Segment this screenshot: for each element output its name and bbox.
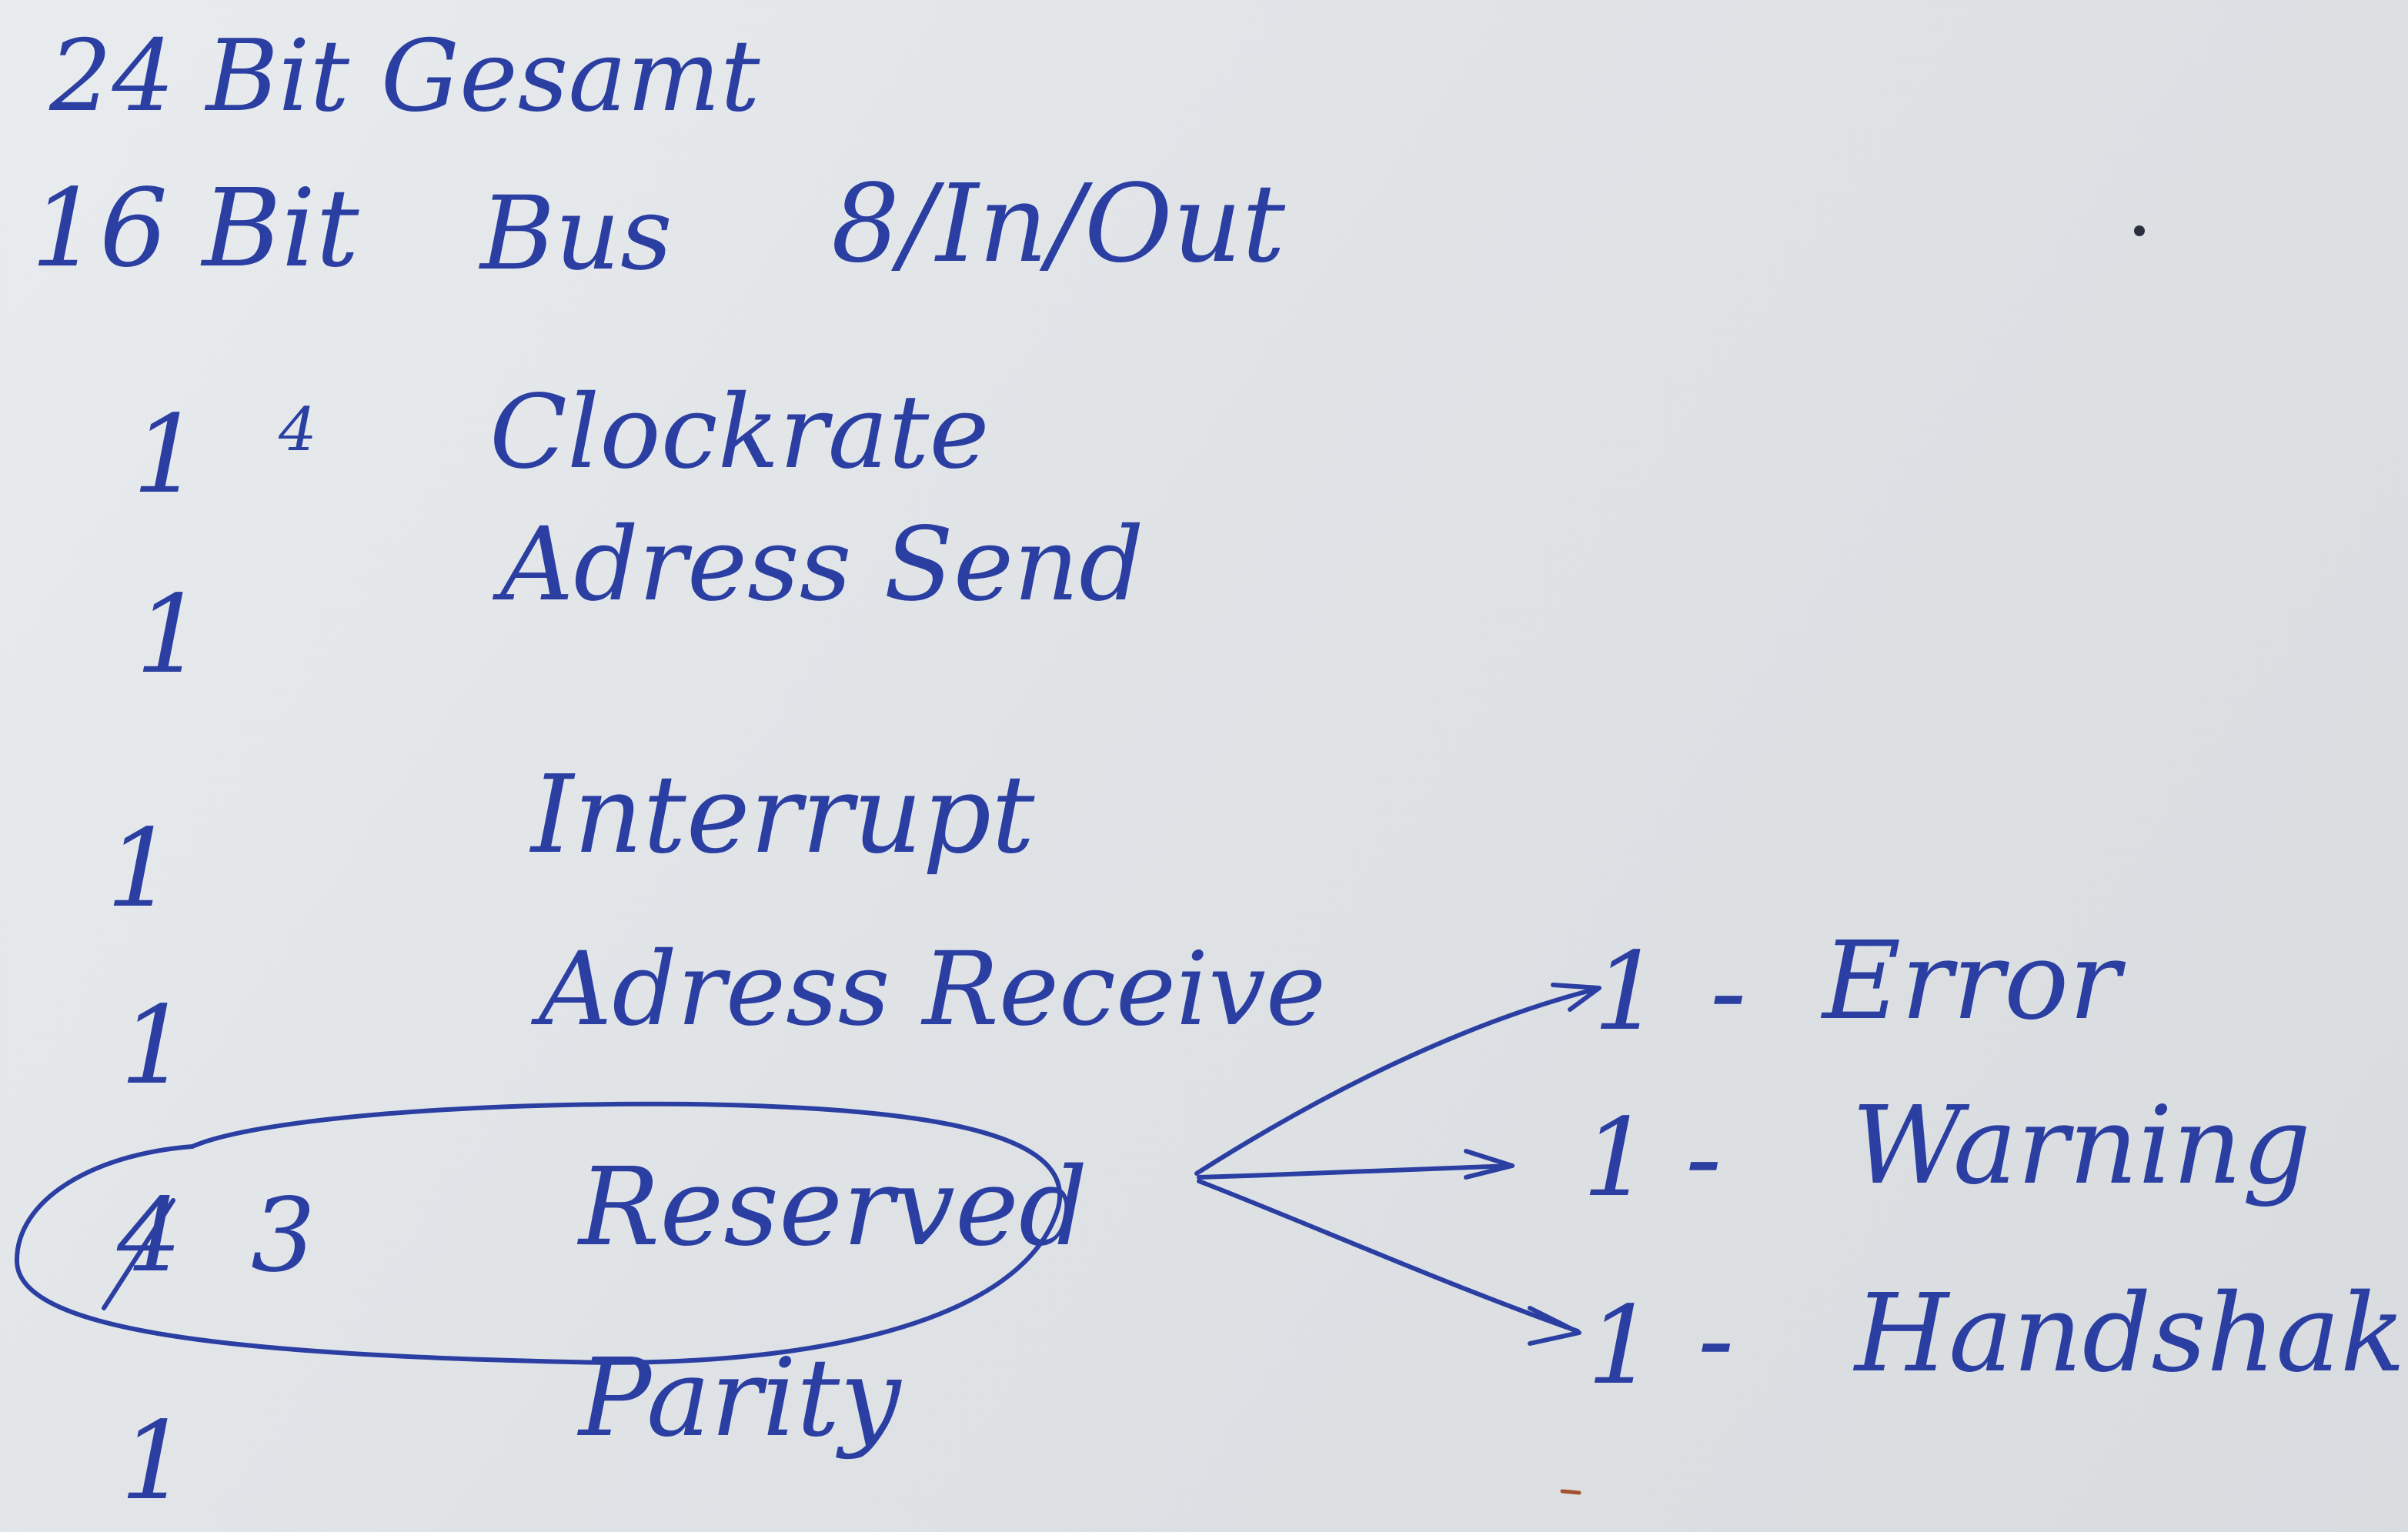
row-count-reserved: 3 [251,1177,316,1295]
breakdown-label-warning: Warning [1852,1083,2311,1209]
row-label-adress-receive: Adress Receive [539,930,1326,1049]
arrow-head-error [1551,983,1601,1012]
breakdown-label-error: Error [1822,919,2121,1044]
header-title: 24 Bit Gesamt [49,19,760,134]
row-label-reserved: Reserved [579,1145,1088,1270]
bus-in-out-note: 8/In/Out [831,162,1286,287]
stray-dot [2134,225,2145,236]
row-marker-clockrate: 4 [279,396,317,465]
arrow-to-error [1194,986,1599,1176]
arrow-to-warning [1197,1163,1515,1180]
reserved-circle-outline [14,1101,1062,1365]
breakdown-count-warning: 1 [1582,1096,1652,1221]
row-label-adress-send: Adress Send [500,506,1144,624]
row-label-clockrate: Clockrate [489,373,990,492]
arrow-head-handshake [1528,1306,1581,1346]
breakdown-count-error: 1 [1593,930,1662,1055]
row-count-interrupt: 1 [106,806,175,932]
struck-count-slash [102,1198,175,1310]
row-label-interrupt: Interrupt [531,753,1035,878]
breakdown-count-handshake: 1 [1587,1283,1656,1409]
row-count-adress-receive: 1 [120,983,189,1109]
bus-label: Bus [480,175,673,293]
row-count-clockrate: 1 [132,392,202,518]
arrow-head-warning [1464,1149,1515,1180]
row-count-parity: 1 [120,1399,189,1524]
arrow-to-handshake [1197,1179,1580,1333]
stray-mark [1560,1489,1581,1495]
breakdown-dash-warning: - [1685,1096,1722,1221]
row-count-adress-send: 1 [135,572,205,698]
breakdown-dash-error: - [1710,930,1747,1055]
bus-bit-count: 16 Bit [31,166,359,292]
breakdown-dash-handshake: - [1698,1277,1735,1403]
breakdown-label-handshake: Handshake [1855,1271,2408,1397]
